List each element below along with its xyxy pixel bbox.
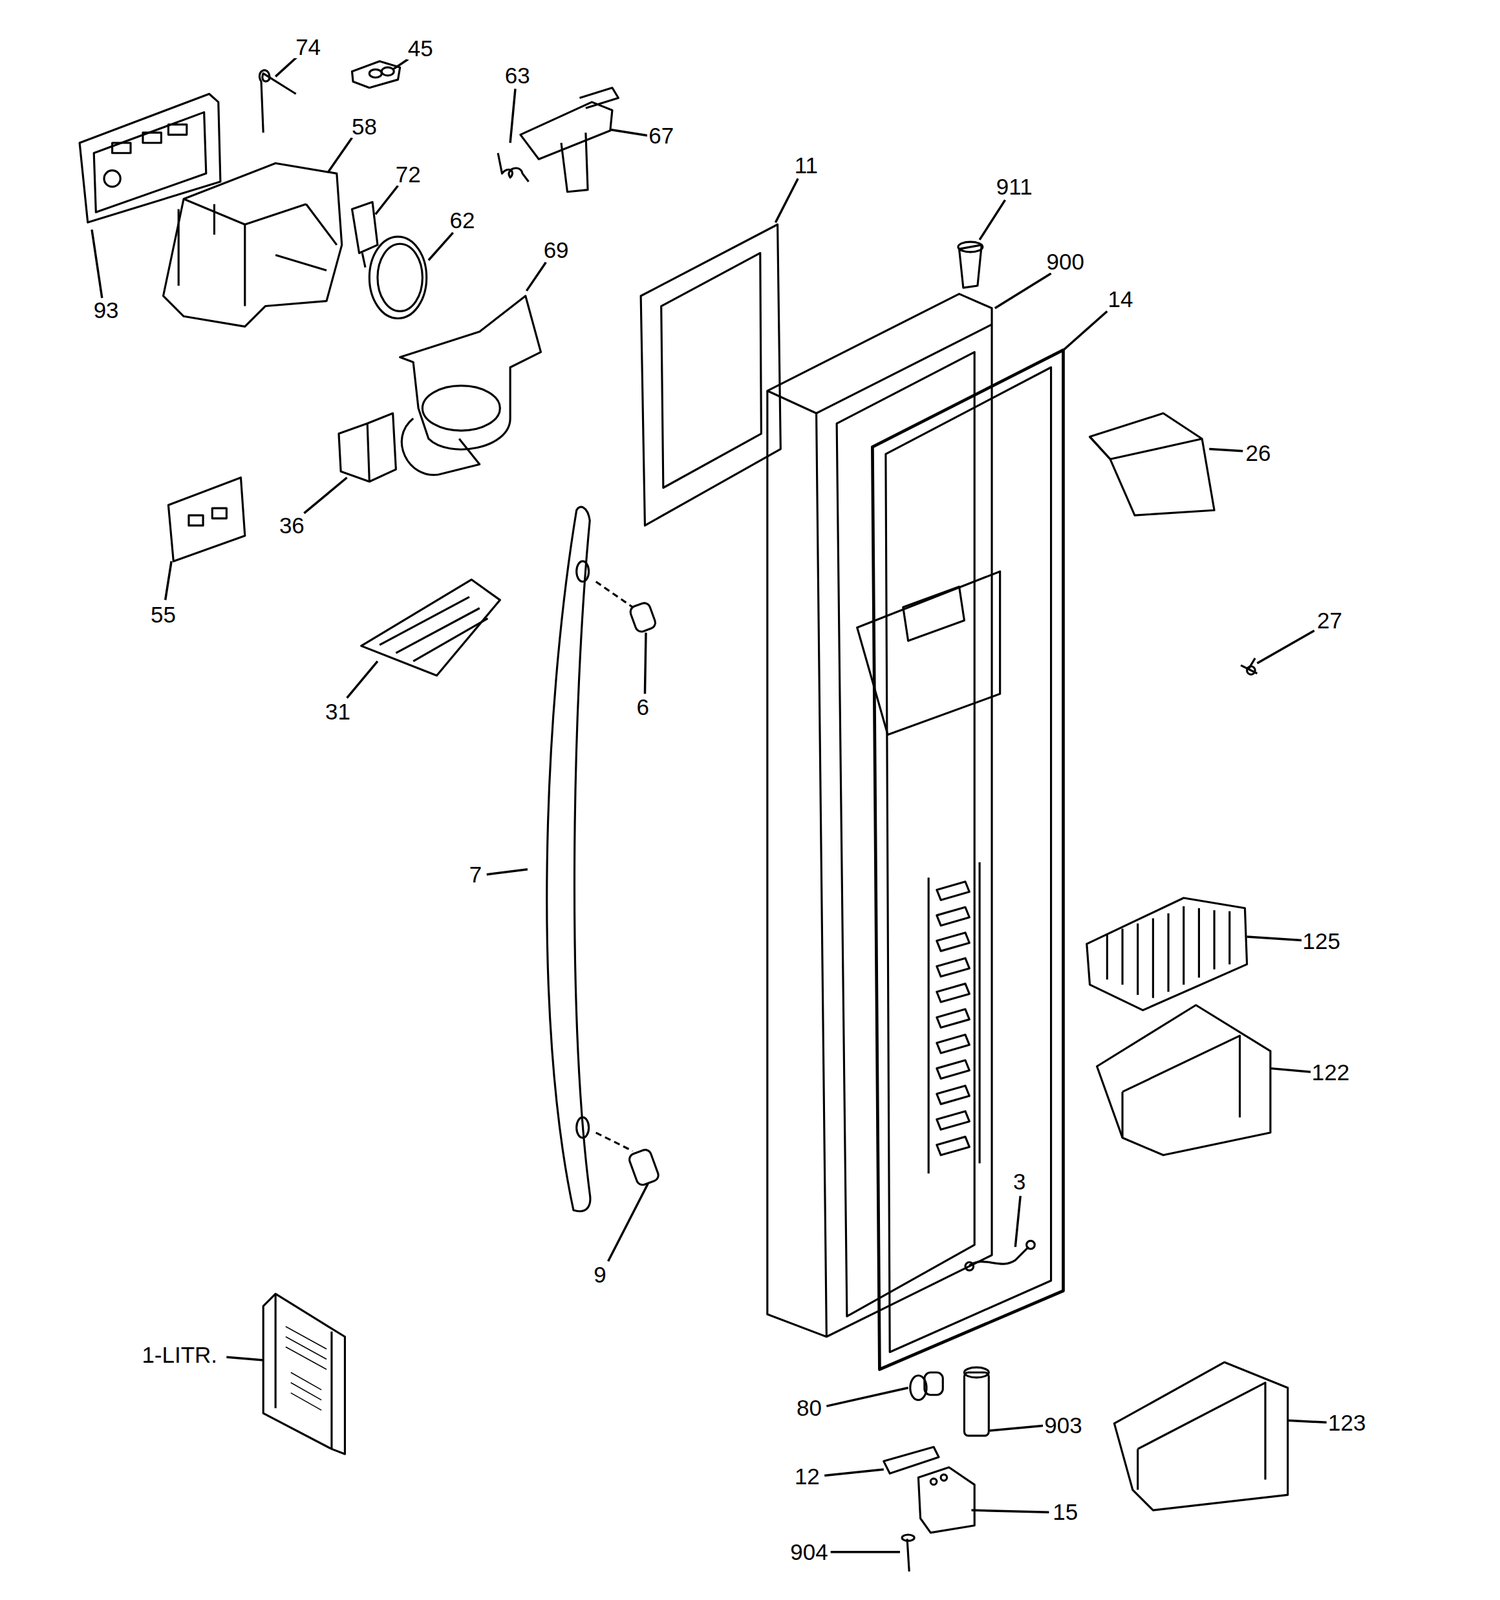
callout-number: 9 <box>592 1263 608 1286</box>
callout-number: 67 <box>647 124 675 147</box>
callout-number: 69 <box>542 238 571 262</box>
callout-number: 911 <box>995 175 1034 198</box>
callout-number: 74 <box>294 35 322 59</box>
callout-number: 72 <box>394 162 423 186</box>
callout-number: 1-LITR. <box>140 1343 219 1367</box>
callout-number: 26 <box>1243 441 1272 465</box>
callout-number: 45 <box>406 36 435 60</box>
callout-number: 6 <box>635 695 651 719</box>
callout-number: 80 <box>795 1396 824 1420</box>
callout-number: 125 <box>1301 929 1342 953</box>
callout-number: 93 <box>92 298 121 322</box>
callout-number: 903 <box>1042 1414 1083 1437</box>
callout-number: 904 <box>788 1540 829 1564</box>
callout-number: 27 <box>1315 609 1344 632</box>
callout-number: 12 <box>793 1465 822 1488</box>
callout-number: 14 <box>1106 287 1135 311</box>
callout-number: 7 <box>468 863 483 886</box>
callout-number: 36 <box>278 514 306 537</box>
callout-number: 63 <box>503 64 532 87</box>
callout-number: 122 <box>1310 1060 1351 1084</box>
callout-number: 11 <box>793 153 820 177</box>
callout-number: 55 <box>149 603 178 626</box>
callout-number: 123 <box>1326 1411 1367 1435</box>
callout-number: 15 <box>1051 1500 1080 1524</box>
callout-number: 58 <box>350 115 379 138</box>
callout-number: 31 <box>323 700 352 723</box>
callout-number: 62 <box>448 208 476 232</box>
callout-number: 3 <box>1011 1170 1027 1193</box>
callout-number: 900 <box>1044 250 1085 273</box>
